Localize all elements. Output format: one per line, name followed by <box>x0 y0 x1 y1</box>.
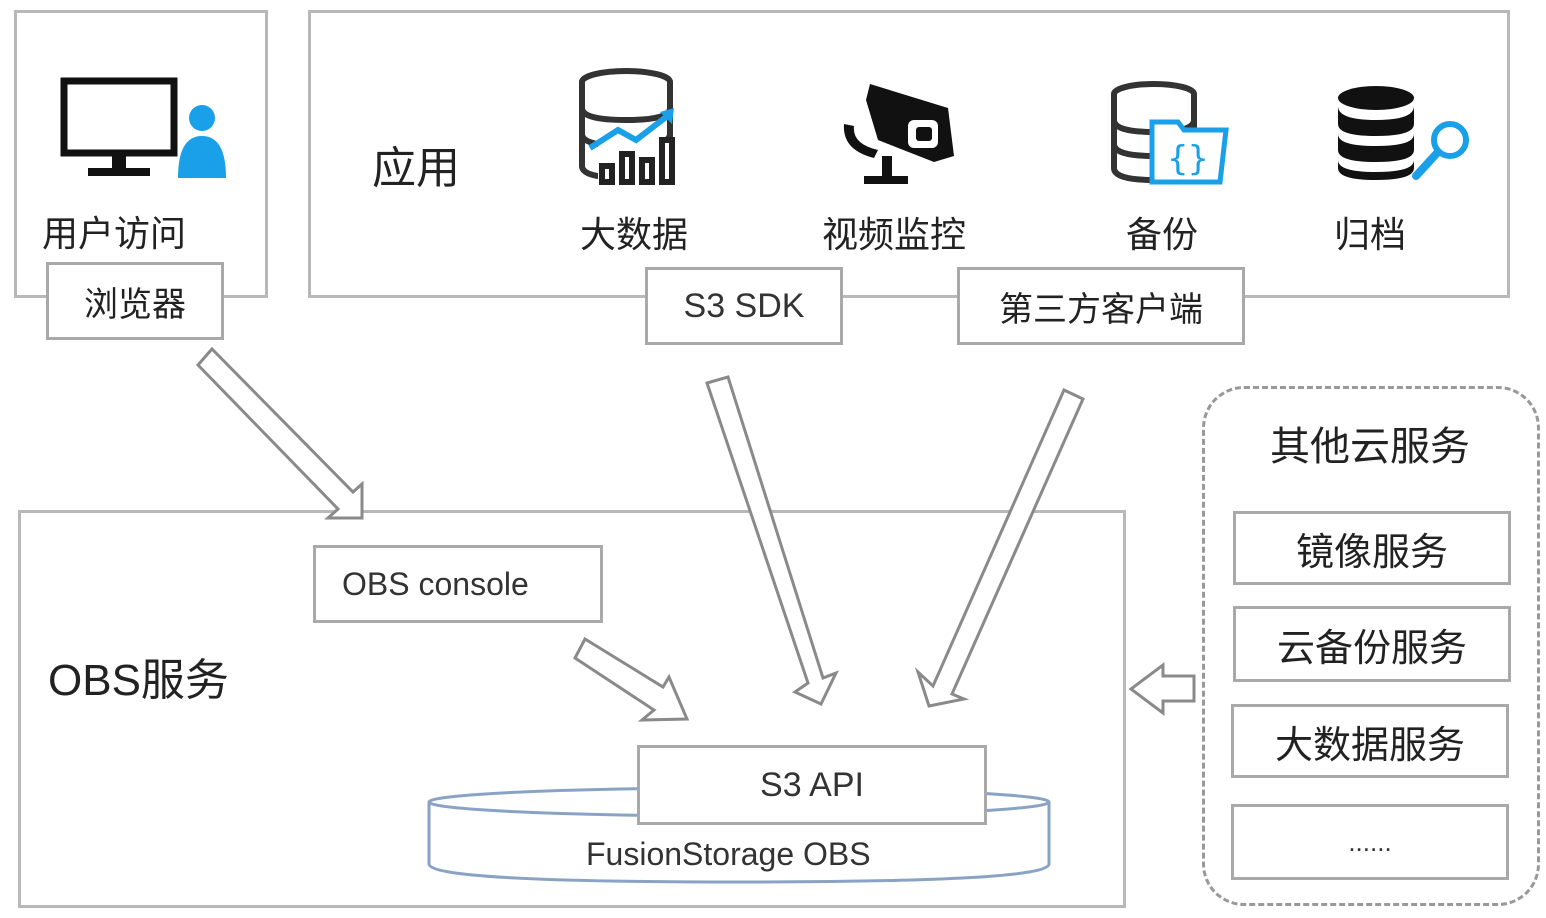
s3-sdk-label: S3 SDK <box>683 286 805 325</box>
browser-box: 浏览器 <box>46 262 224 340</box>
app-label-archive: 归档 <box>1334 215 1407 256</box>
cloud-service-mirror: 镜像服务 <box>1233 511 1511 585</box>
cloud-service-label: 大数据服务 <box>1274 722 1465 767</box>
database-search-icon <box>1338 86 1469 180</box>
app-label-bigdata: 大数据 <box>580 215 689 256</box>
other-cloud-title: 其他云服务 <box>1270 424 1470 470</box>
camera-icon <box>843 84 954 184</box>
arrow-client-to-api <box>914 387 1085 708</box>
s3-api-box: S3 API <box>637 745 987 825</box>
cloud-service-backup: 云备份服务 <box>1233 606 1511 682</box>
app-label-backup: 备份 <box>1126 215 1199 256</box>
cloud-service-more: ...... <box>1231 804 1509 880</box>
cloud-service-label: 云备份服务 <box>1276 625 1467 670</box>
other-cloud-panel <box>1202 386 1540 906</box>
browser-label: 浏览器 <box>84 284 186 325</box>
applications-panel <box>308 10 1510 298</box>
obs-console-label: OBS console <box>342 565 529 602</box>
cloud-service-label: 镜像服务 <box>1295 529 1448 574</box>
third-party-client-label: 第三方客户端 <box>999 289 1203 330</box>
user-computer-icon <box>60 77 226 178</box>
app-label-video: 视频监控 <box>822 215 967 256</box>
svg-text:{}: {} <box>1168 139 1209 179</box>
user-access-title: 用户访问 <box>42 214 187 255</box>
arrow-browser-to-console <box>195 346 364 520</box>
obs-service-panel <box>18 510 1126 908</box>
database-folder-icon: {} <box>1111 81 1229 185</box>
arrow-cloud-to-obs <box>1128 662 1196 716</box>
obs-console-box: OBS console <box>313 545 603 623</box>
applications-title: 应用 <box>372 143 460 194</box>
s3-api-label: S3 API <box>760 765 864 804</box>
third-party-client-box: 第三方客户端 <box>957 267 1245 345</box>
obs-service-title: OBS服务 <box>48 656 229 705</box>
storage-label: FusionStorage OBS <box>586 836 871 872</box>
database-chart-icon <box>579 68 680 188</box>
arrow-console-to-api <box>573 636 690 722</box>
cloud-service-label: ...... <box>1348 826 1392 857</box>
arrow-sdk-to-api <box>705 375 840 706</box>
cloud-service-bigdata: 大数据服务 <box>1231 704 1509 778</box>
s3-sdk-box: S3 SDK <box>645 267 843 345</box>
